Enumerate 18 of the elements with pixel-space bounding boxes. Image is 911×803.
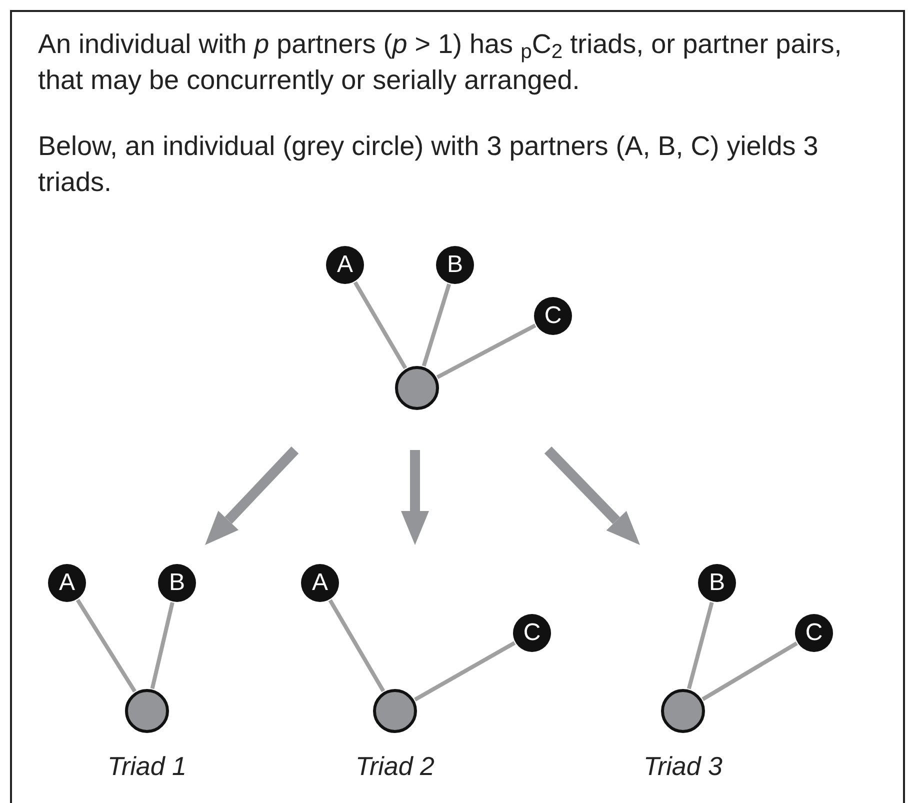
partner-letter: C <box>805 621 823 645</box>
partner-letter: B <box>168 571 185 595</box>
connector-line <box>686 602 714 690</box>
partner-letter: C <box>523 621 541 645</box>
connector-line <box>422 284 451 367</box>
partner-letter: C <box>544 304 562 328</box>
triad-label: Triad 1 <box>108 753 186 779</box>
partner-letter: A <box>58 571 75 595</box>
connector-line <box>150 602 174 690</box>
partner-letter: B <box>446 253 463 277</box>
triad-label: Triad 3 <box>644 753 722 779</box>
description-text: Below, an individual (grey circle) with 3 partners (A, B, C) yields 3 triads. <box>38 130 820 199</box>
triad-label: Triad 2 <box>356 753 434 779</box>
partner-letter: A <box>312 571 328 595</box>
partner-letter: A <box>336 253 353 277</box>
partner-letter: B <box>708 571 725 595</box>
description-text: An individual with p partners (p > 1) has $_{p}$C$_{2}$ triads, or partner pairs, that may be concurrently or serially arranged. <box>38 28 843 97</box>
connector-line <box>702 642 798 701</box>
